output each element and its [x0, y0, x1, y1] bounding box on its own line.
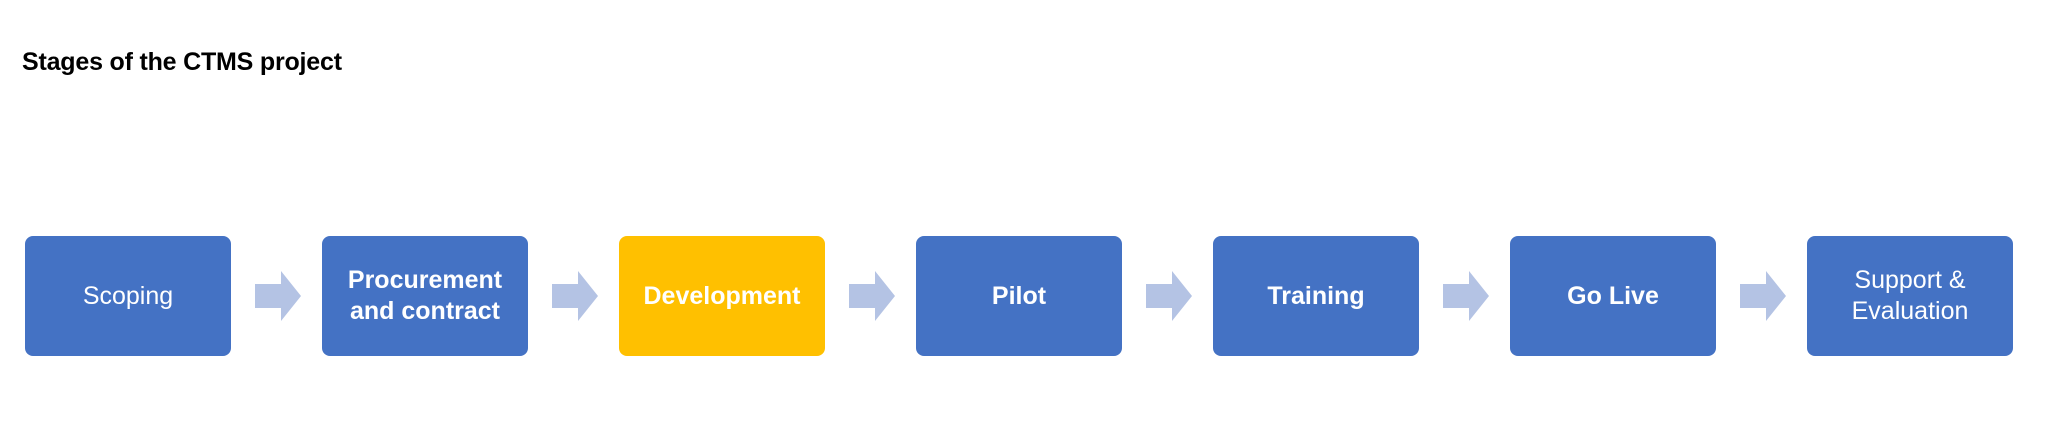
stage-label: Development — [643, 281, 801, 310]
stage-box-5: Training — [1213, 236, 1419, 356]
stage-label: Pilot — [991, 281, 1047, 310]
right-arrow-icon — [255, 271, 301, 321]
right-arrow-icon — [1443, 271, 1489, 321]
right-arrow-icon — [849, 271, 895, 321]
stage-box-6: Go Live — [1510, 236, 1716, 356]
stage-box-3: Development — [619, 236, 825, 356]
stage-label: Procurement and contract — [347, 266, 503, 325]
stage-label: Training — [1267, 281, 1365, 310]
stage-label: Scoping — [82, 281, 174, 310]
stage-box-7: Support & Evaluation — [1807, 236, 2013, 356]
diagram-title: Stages of the CTMS project — [22, 48, 342, 76]
stage-box-4: Pilot — [916, 236, 1122, 356]
right-arrow-icon — [552, 271, 598, 321]
stage-box-2: Procurement and contract — [322, 236, 528, 356]
stage-label: Support & Evaluation — [1851, 266, 1969, 325]
right-arrow-icon — [1740, 271, 1786, 321]
stage-box-1: Scoping — [25, 236, 231, 356]
right-arrow-icon — [1146, 271, 1192, 321]
stage-label: Go Live — [1567, 281, 1659, 310]
